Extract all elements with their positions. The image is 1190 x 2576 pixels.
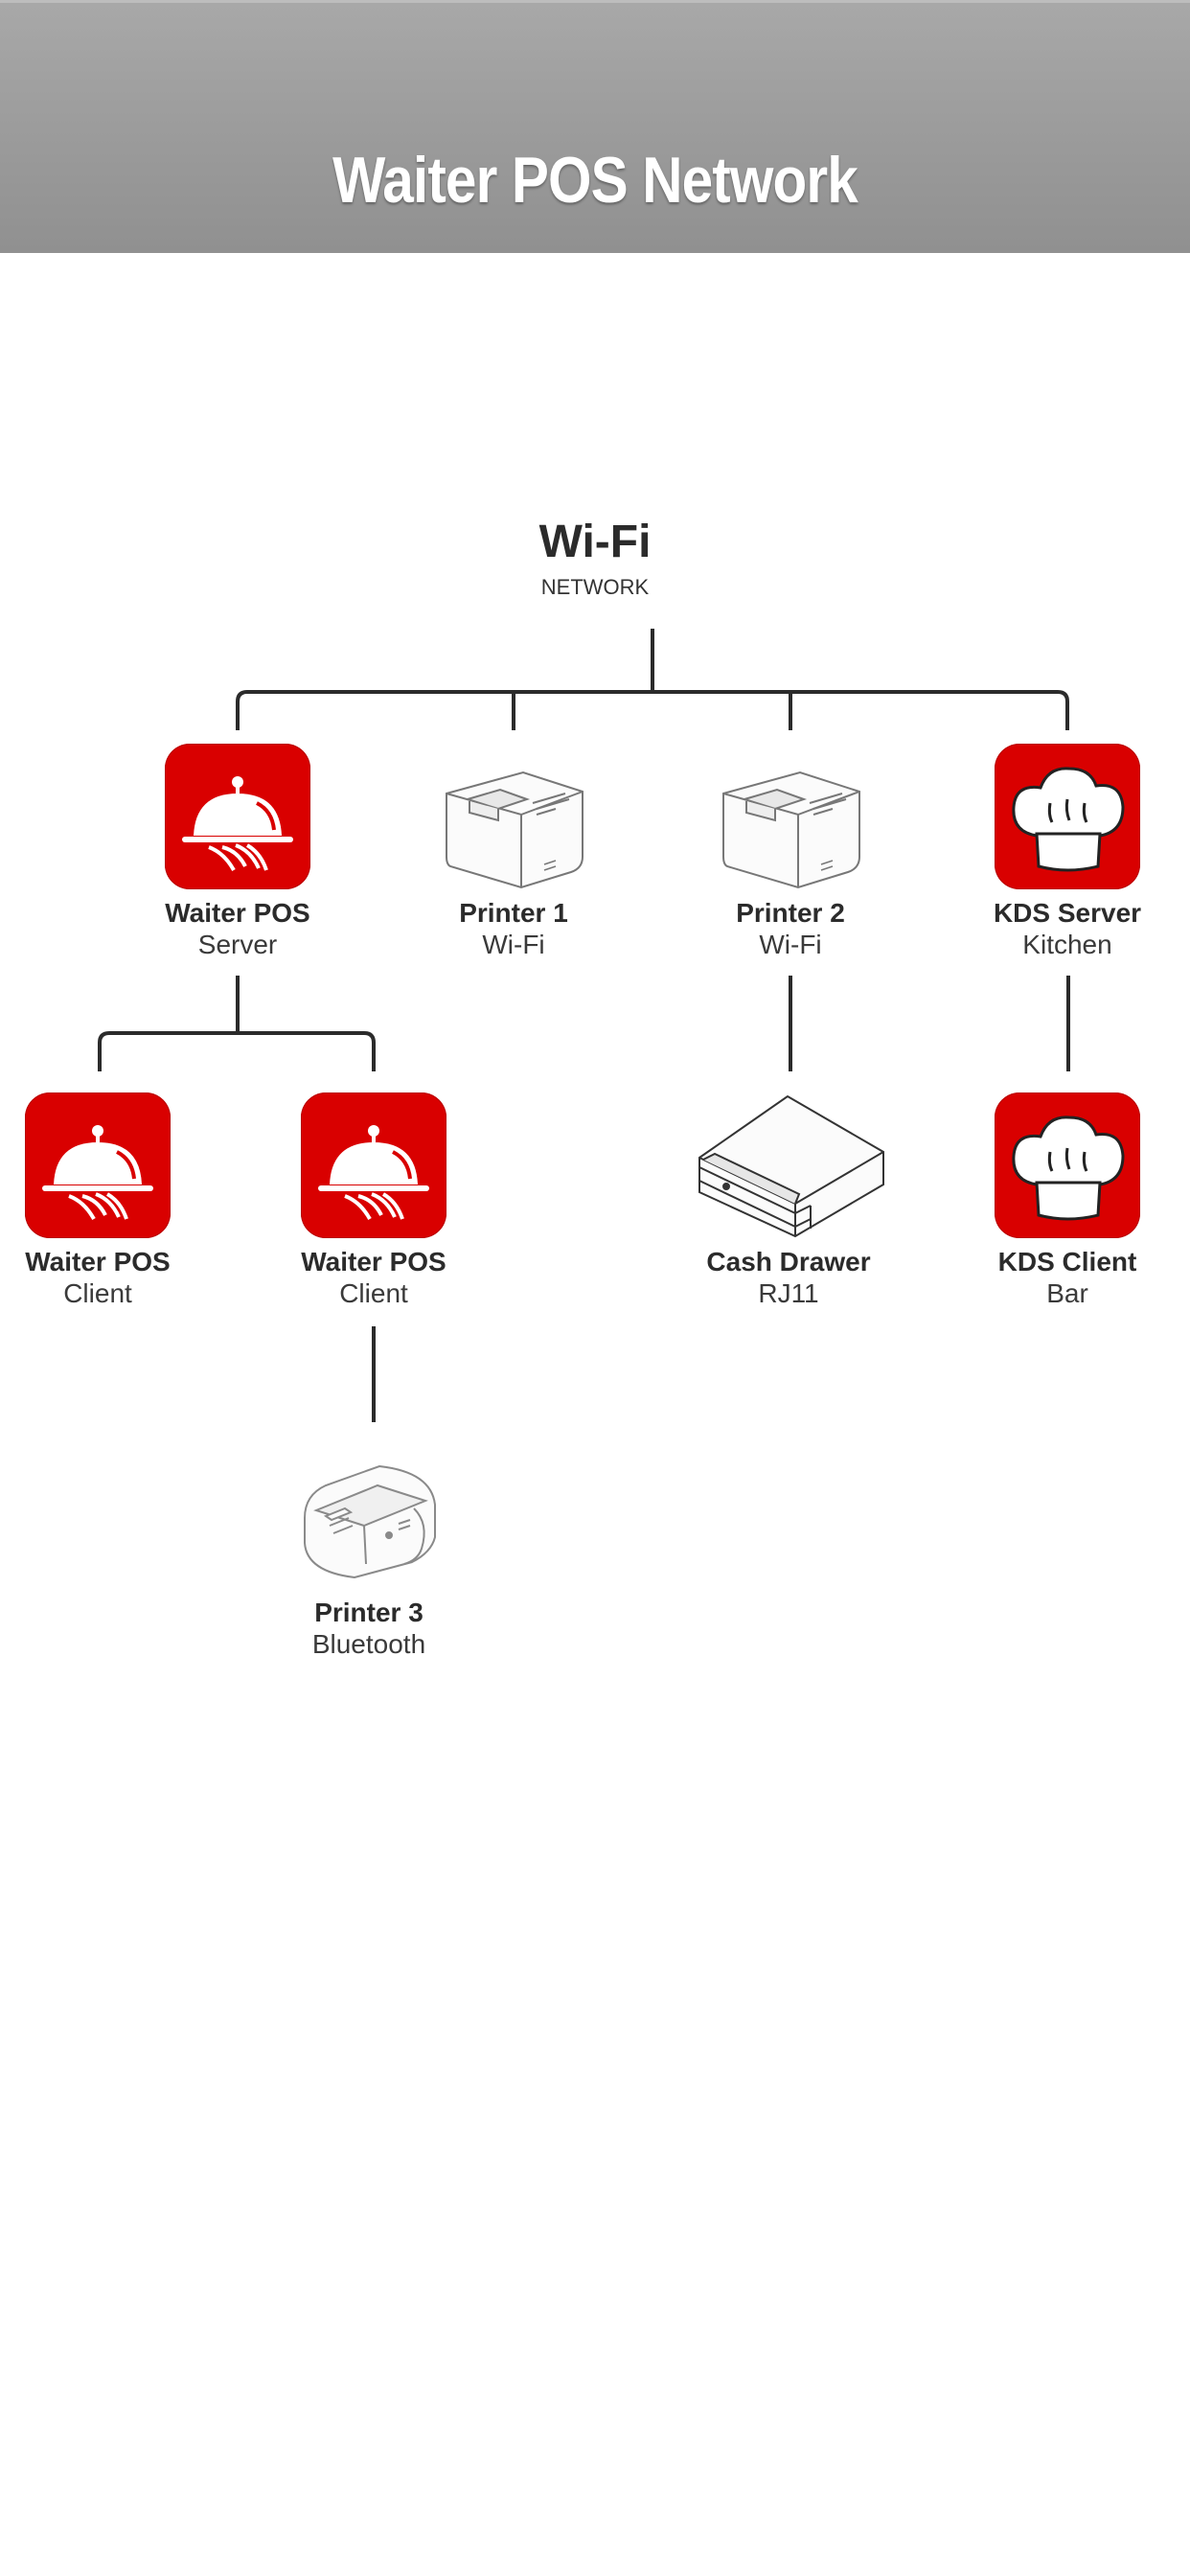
node-label-kds-client: KDS Client Bar <box>943 1246 1190 1309</box>
connector-wifi-bus <box>236 690 1069 730</box>
node-label-waiter-client-1: Waiter POS Client <box>0 1246 222 1309</box>
receipt-printer-icon[interactable] <box>441 744 586 889</box>
node-name: Waiter POS <box>301 1247 446 1276</box>
network-title: Wi-Fi <box>538 517 652 567</box>
node-sub: Server <box>197 930 278 959</box>
node-name: Printer 2 <box>736 898 845 928</box>
node-name: KDS Server <box>993 898 1142 928</box>
node-label-cash-drawer: Cash Drawer RJ11 <box>664 1246 913 1309</box>
page-title: Waiter POS Network <box>332 144 858 217</box>
node-name: Waiter POS <box>25 1247 171 1276</box>
node-label-printer3: Printer 3 Bluetooth <box>244 1597 493 1660</box>
header-bar: Waiter POS Network <box>0 0 1190 253</box>
cash-drawer-icon[interactable] <box>696 1089 887 1242</box>
receipt-printer-icon[interactable] <box>718 744 863 889</box>
mobile-printer-icon[interactable] <box>297 1457 441 1581</box>
node-label-printer1: Printer 1 Wi-Fi <box>389 897 638 960</box>
chef-hat-icon[interactable] <box>995 1092 1140 1238</box>
node-name: KDS Client <box>997 1247 1137 1276</box>
chef-hat-icon[interactable] <box>995 744 1140 889</box>
node-sub: Bar <box>1046 1278 1088 1308</box>
serving-cloche-icon[interactable] <box>301 1092 446 1238</box>
node-name: Cash Drawer <box>706 1247 871 1276</box>
node-label-kds-server: KDS Server Kitchen <box>943 897 1190 960</box>
network-subtitle: NETWORK <box>540 575 650 599</box>
serving-cloche-icon[interactable] <box>165 744 310 889</box>
node-sub: Wi-Fi <box>482 930 545 959</box>
node-sub: Client <box>63 1278 132 1308</box>
node-name: Printer 3 <box>314 1598 423 1627</box>
serving-cloche-icon[interactable] <box>25 1092 171 1238</box>
node-label-waiter-client-2: Waiter POS Client <box>249 1246 498 1309</box>
node-sub: Client <box>339 1278 408 1308</box>
node-name: Waiter POS <box>165 898 310 928</box>
node-sub: Bluetooth <box>311 1629 426 1659</box>
node-sub: RJ11 <box>758 1278 819 1308</box>
connector-server-bus <box>98 1031 376 1071</box>
node-name: Printer 1 <box>459 898 568 928</box>
node-label-waiter-server: Waiter POS Server <box>113 897 362 960</box>
node-sub: Wi-Fi <box>759 930 822 959</box>
node-label-printer2: Printer 2 Wi-Fi <box>666 897 915 960</box>
node-sub: Kitchen <box>1022 930 1112 959</box>
